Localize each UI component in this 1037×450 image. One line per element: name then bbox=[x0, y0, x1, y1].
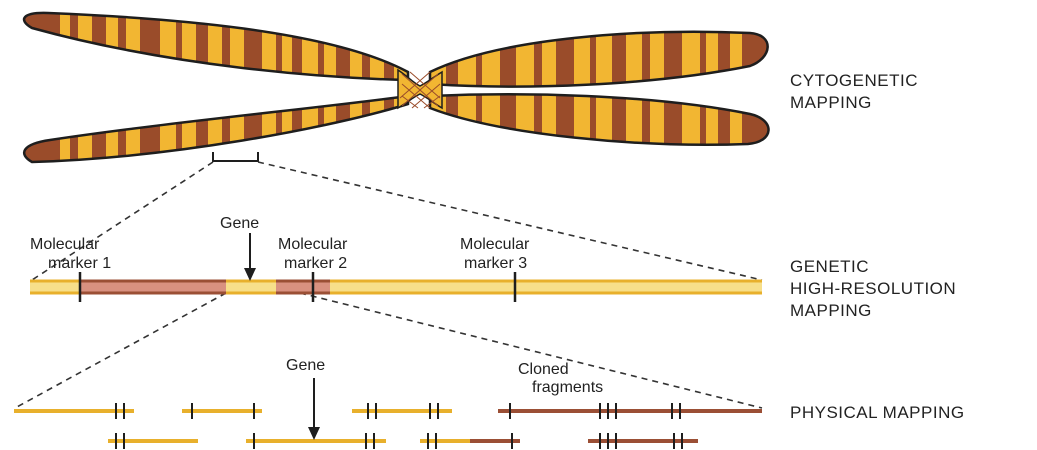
chromosome-band bbox=[446, 0, 458, 180]
marker-3-label-line1: Molecular bbox=[460, 236, 530, 253]
marker-1-label-line2: marker 1 bbox=[48, 255, 111, 272]
chromosome-band bbox=[664, 0, 682, 180]
chromosome-band bbox=[612, 0, 626, 180]
centromere bbox=[398, 70, 442, 108]
chromosome-band bbox=[292, 0, 302, 180]
chromosome-band bbox=[612, 0, 626, 180]
gene-label-physical: Gene bbox=[286, 357, 325, 374]
chromosome-band bbox=[476, 0, 482, 180]
chromosome-band bbox=[700, 0, 706, 180]
chromosome-band bbox=[362, 0, 370, 180]
cytogenetic-label-line2: MAPPING bbox=[790, 93, 872, 112]
chromosome-band bbox=[244, 0, 262, 180]
chromosome-band bbox=[276, 0, 282, 180]
genetic-map-line bbox=[30, 272, 762, 302]
chromosome-band bbox=[244, 0, 262, 180]
arrow-down-icon bbox=[308, 378, 320, 440]
chromosome-band bbox=[700, 0, 706, 180]
genetic-label-line2: HIGH-RESOLUTION bbox=[790, 279, 956, 298]
chromosome-band bbox=[476, 0, 482, 180]
chromatid-top-right bbox=[430, 0, 782, 180]
chromosome-band bbox=[384, 0, 394, 180]
chromosome-band bbox=[642, 0, 650, 180]
chromosome-band bbox=[446, 0, 458, 180]
chromosome-band bbox=[362, 0, 370, 180]
gene-label-genetic: Gene bbox=[220, 215, 259, 232]
chromosome-band bbox=[336, 0, 350, 180]
marker-3-label-line2: marker 3 bbox=[464, 255, 527, 272]
cytogenetic-label-line1: CYTOGENETIC bbox=[790, 71, 918, 90]
chromosome-band bbox=[276, 0, 282, 180]
arrow-down-icon bbox=[244, 233, 256, 281]
genetic-label-line1: GENETIC bbox=[790, 257, 869, 276]
chromosome-band bbox=[742, 0, 782, 180]
chromosome-band bbox=[196, 0, 208, 180]
chromosome-band bbox=[718, 0, 730, 180]
chromosome-band bbox=[590, 0, 596, 180]
marker-2-label-line2: marker 2 bbox=[284, 255, 347, 272]
cloned-fragments-label-line1: Cloned bbox=[518, 361, 569, 378]
chromosome-band bbox=[534, 0, 542, 180]
marker-1-label-line1: Molecular bbox=[30, 236, 100, 253]
interval-marker-1-gene bbox=[80, 281, 226, 293]
chromosome-band bbox=[318, 0, 324, 180]
physical-map-fragments bbox=[14, 403, 762, 449]
chromosome-band bbox=[292, 0, 302, 180]
chromosome-band bbox=[718, 0, 730, 180]
chromosome-band bbox=[384, 0, 394, 180]
marker-2-label-line1: Molecular bbox=[278, 236, 348, 253]
physical-label: PHYSICAL MAPPING bbox=[790, 403, 965, 422]
chromosome-band bbox=[318, 0, 324, 180]
chromosome-band bbox=[556, 0, 574, 180]
chromosome-band bbox=[500, 0, 516, 180]
interval-around-marker-2 bbox=[276, 281, 330, 293]
chromosome-band bbox=[500, 0, 516, 180]
chromosome-band bbox=[534, 0, 542, 180]
chromosome-band bbox=[556, 0, 574, 180]
cloned-fragments-label-line2: fragments bbox=[532, 379, 603, 396]
chromosome-band bbox=[336, 0, 350, 180]
genetic-label-line3: MAPPING bbox=[790, 301, 872, 320]
chromosome-band bbox=[590, 0, 596, 180]
chromosome-band bbox=[642, 0, 650, 180]
selected-region-bracket bbox=[213, 152, 258, 161]
chromosome-band bbox=[176, 0, 182, 180]
chromosome-illustration bbox=[20, 0, 782, 180]
chromatid-bottom-right bbox=[430, 0, 782, 180]
chromosome-band bbox=[742, 0, 782, 180]
chromosome-band bbox=[664, 0, 682, 180]
